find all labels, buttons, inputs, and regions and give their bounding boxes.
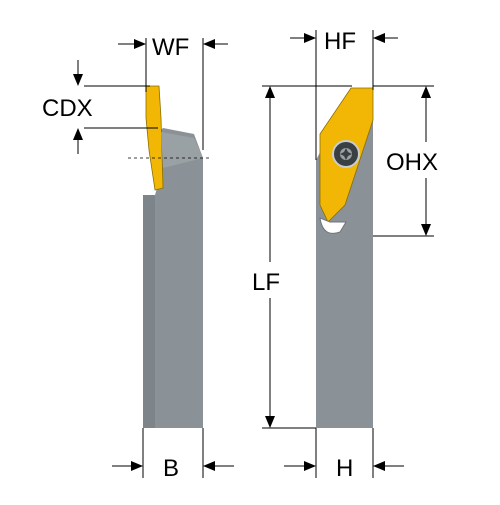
torx-screw-star xyxy=(340,148,352,160)
h-arrow-left-icon xyxy=(304,461,316,471)
h-arrow-right-icon xyxy=(373,461,385,471)
b-arrow-left-icon xyxy=(131,461,143,471)
ohx-arrow-bottom-icon xyxy=(421,224,431,236)
dimension-lines xyxy=(77,30,434,478)
top-view xyxy=(316,87,374,428)
label-ohx: OHX xyxy=(386,149,438,176)
dimension-arrows xyxy=(73,33,431,471)
cdx-arrow-bottom-icon xyxy=(73,128,83,140)
ohx-arrow-top-icon xyxy=(421,86,431,98)
label-lf: LF xyxy=(252,269,280,296)
label-cdx: CDX xyxy=(42,95,93,122)
cdx-arrow-top-icon xyxy=(73,74,83,86)
lf-arrow-bottom-icon xyxy=(265,416,275,428)
side-view xyxy=(128,85,212,428)
side-shank xyxy=(143,128,203,428)
label-b: B xyxy=(163,455,179,482)
top-shank xyxy=(316,236,373,428)
side-insert xyxy=(145,85,164,191)
label-wf: WF xyxy=(152,34,189,61)
hf-arrow-left-icon xyxy=(304,33,316,43)
dimension-labels: WF HF CDX OHX LF B H xyxy=(42,28,438,482)
wf-arrow-left-icon xyxy=(134,39,146,49)
lf-arrow-top-icon xyxy=(265,86,275,98)
top-relief xyxy=(319,217,347,234)
side-shank-shade xyxy=(143,195,155,428)
wf-arrow-right-icon xyxy=(203,39,215,49)
side-clamp xyxy=(161,132,203,168)
label-h: H xyxy=(336,455,353,482)
label-hf: HF xyxy=(324,28,356,55)
hf-arrow-right-icon xyxy=(373,33,385,43)
b-arrow-right-icon xyxy=(203,461,215,471)
